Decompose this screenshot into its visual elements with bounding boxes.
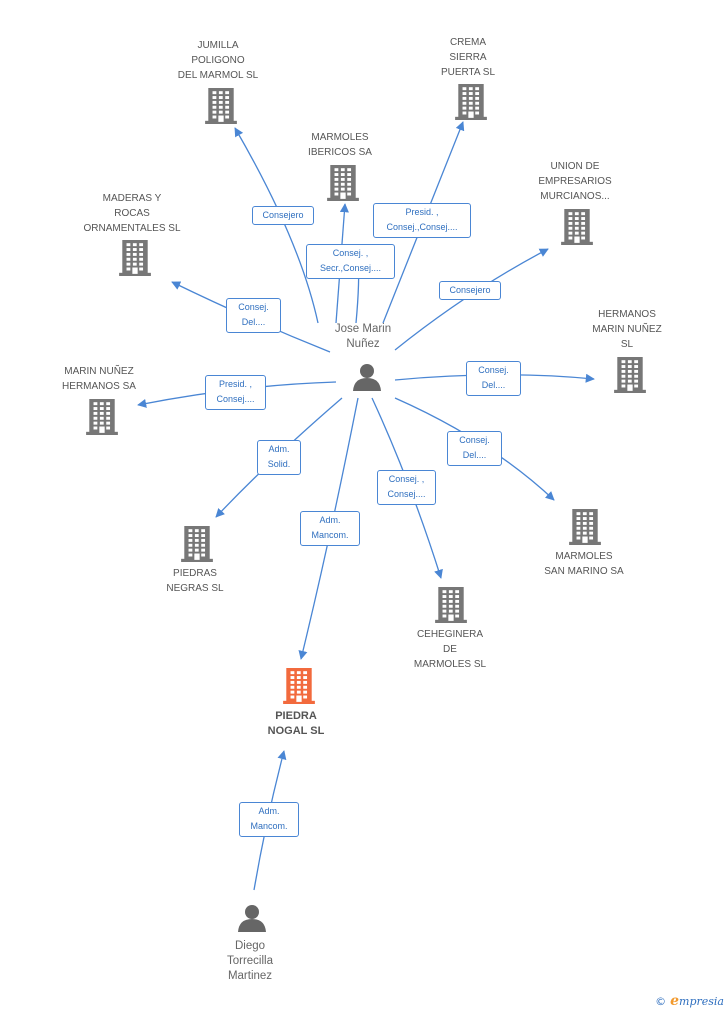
company-label-piedras[interactable]: PIEDRAS NEGRAS SL (166, 568, 224, 594)
edge-jumilla (234, 127, 319, 324)
role-box-crema[interactable]: Presid. , Consej.,Consej.... (373, 203, 471, 238)
role-box-focus-diego[interactable]: Adm. Mancom. (239, 802, 299, 837)
company-label-ceheginera[interactable]: CEHEGINERA DE MARMOLES SL (413, 629, 487, 670)
building-icon[interactable] (205, 88, 237, 129)
company-label-crema[interactable]: CREMA SIERRA PUERTA SL (440, 37, 496, 78)
role-box-hermanos[interactable]: Consej. Del.... (466, 361, 521, 396)
person-icon[interactable] (237, 904, 267, 937)
role-box-ceheginera[interactable]: Consej. , Consej.... (377, 470, 436, 505)
building-icon[interactable] (455, 84, 487, 125)
building-icon[interactable] (614, 357, 646, 398)
company-label-ibericos[interactable]: MARMOLES IBERICOS SA (308, 132, 372, 158)
company-label-union[interactable]: UNION DE EMPRESARIOS MURCIANOS... (538, 161, 612, 202)
building-icon[interactable] (435, 587, 467, 628)
focus-company-label[interactable]: PIEDRA NOGAL SL (267, 710, 325, 737)
person-label-diego[interactable]: Diego Torrecilla Martinez (226, 940, 273, 982)
company-label-sanmarino[interactable]: MARMOLES SAN MARINO SA (544, 551, 624, 577)
building-icon[interactable] (561, 209, 593, 250)
role-box-focus-jose[interactable]: Adm. Mancom. (300, 511, 360, 546)
brand-watermark: ©empresia (655, 993, 724, 1009)
building-icon[interactable] (181, 526, 213, 567)
building-icon[interactable] (86, 399, 118, 440)
role-box-union[interactable]: Consejero (439, 281, 501, 300)
focus-building-icon[interactable] (283, 668, 315, 709)
building-icon[interactable] (569, 509, 601, 550)
brand-logo-text: mpresia (679, 995, 724, 1008)
role-box-maderas[interactable]: Consej. Del.... (226, 298, 281, 333)
building-icon[interactable] (327, 165, 359, 206)
role-box-sanmarino[interactable]: Consej. Del.... (447, 431, 502, 466)
company-label-hermanos-mn[interactable]: HERMANOS MARIN NUÑEZ SL (592, 309, 662, 350)
person-icon[interactable] (352, 363, 382, 396)
brand-logo-initial: e (670, 993, 680, 1009)
company-label-maderas[interactable]: MADERAS Y ROCAS ORNAMENTALES SL (83, 193, 181, 234)
role-box-piedras[interactable]: Adm. Solid. (257, 440, 301, 475)
role-box-jumilla[interactable]: Consejero (252, 206, 314, 225)
company-label-marin-hermanos[interactable]: MARIN NUÑEZ HERMANOS SA (62, 366, 136, 392)
company-label-jumilla[interactable]: JUMILLA POLIGONO DEL MARMOL SL (177, 40, 259, 81)
role-box-marin[interactable]: Presid. , Consej.... (205, 375, 266, 410)
copyright-icon: © (655, 995, 667, 1008)
building-icon[interactable] (119, 240, 151, 281)
person-label-jose[interactable]: Jose Marin Nuñez (334, 323, 392, 350)
role-box-ibericos[interactable]: Consej. , Secr.,Consej.... (306, 244, 395, 279)
